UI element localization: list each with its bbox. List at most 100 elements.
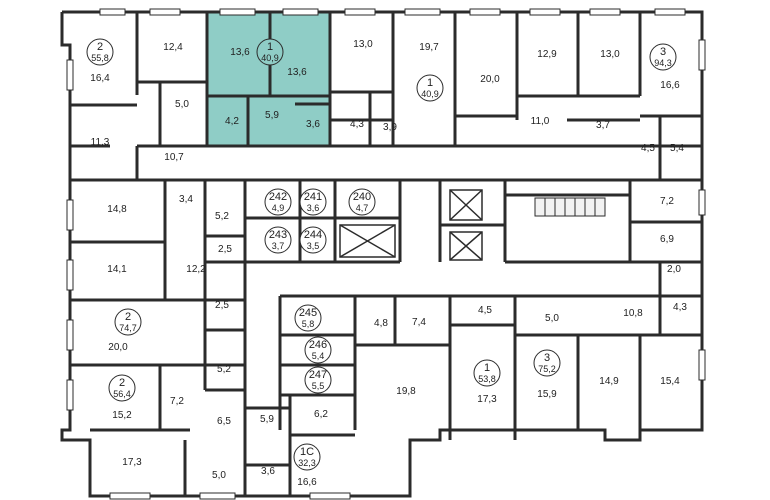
apartment-badge[interactable]: 153,8 [473, 359, 501, 387]
apartment-rooms: 3 [544, 352, 550, 364]
room-area-label: 14,9 [599, 376, 619, 387]
apartment-area: 3,7 [272, 241, 285, 251]
room-area-label: 2,0 [667, 264, 681, 275]
apartment-area: 74,7 [119, 323, 137, 333]
room-area-label: 2,5 [215, 300, 229, 311]
elevator-shafts [339, 189, 483, 261]
walls [60, 10, 704, 498]
apartment-area: 3,5 [307, 241, 320, 251]
apartment-area: 40,9 [261, 53, 279, 63]
apartment-area: 3,6 [307, 203, 320, 213]
apartment-badge-circle [533, 349, 561, 377]
apartment-rooms: 247 [309, 369, 327, 381]
room-area-label: 13,6 [230, 47, 250, 58]
apartment-area: 5,4 [312, 351, 325, 361]
room-area-label: 14,1 [107, 264, 127, 275]
apartment-rooms: 240 [353, 191, 371, 203]
apartment-badge[interactable]: 140,9 [256, 38, 284, 66]
apartment-area: 75,2 [538, 364, 556, 374]
room-area-label: 10,7 [164, 152, 184, 163]
apartment-badge[interactable]: 256,4 [108, 374, 136, 402]
apartment-badge-circle [108, 374, 136, 402]
apartment-rooms: 1С [300, 446, 314, 458]
apartment-area: 94,3 [654, 58, 672, 68]
room-area-label: 3,9 [383, 122, 397, 133]
apartment-badge[interactable]: 140,9 [416, 74, 444, 102]
apartment-badge-circle [86, 38, 114, 66]
apartment-badge-circle [649, 43, 677, 71]
apartment-area: 4,7 [356, 203, 369, 213]
room-area-label: 3,6 [261, 466, 275, 477]
apartment-rooms: 1 [267, 41, 273, 53]
room-area-label: 13,6 [287, 67, 307, 78]
apartment-rooms: 245 [299, 307, 317, 319]
room-area-label: 15,2 [112, 410, 132, 421]
room-area-label: 3,6 [306, 119, 320, 130]
room-area-label: 6,9 [660, 234, 674, 245]
stairs [534, 197, 606, 217]
room-area-label: 4,3 [673, 302, 687, 313]
apartment-rooms: 1 [484, 362, 490, 374]
room-area-label: 14,8 [107, 204, 127, 215]
apartment-badge-circle [299, 188, 327, 216]
room-area-label: 5,4 [670, 143, 684, 154]
room-area-label: 20,0 [108, 342, 128, 353]
apartment-rooms: 2 [119, 377, 125, 389]
apartment-badge[interactable]: 255,8 [86, 38, 114, 66]
room-area-label: 5,9 [265, 110, 279, 121]
apartment-badge-circle [473, 359, 501, 387]
apartment-area: 56,4 [113, 389, 131, 399]
apartment-badge-circle [304, 366, 332, 394]
room-area-label: 20,0 [480, 74, 500, 85]
apartment-area: 5,8 [302, 319, 315, 329]
room-area-label: 4,8 [374, 318, 388, 329]
room-area-label: 4,2 [225, 116, 239, 127]
room-area-label: 19,8 [396, 386, 416, 397]
room-area-label: 10,8 [623, 308, 643, 319]
room-area-label: 12,2 [186, 264, 206, 275]
room-area-label: 2,5 [218, 244, 232, 255]
room-area-label: 17,3 [477, 394, 497, 405]
room-area-label: 3,4 [179, 194, 193, 205]
apartment-badge[interactable]: 394,3 [649, 43, 677, 71]
apartment-badge-circle [264, 188, 292, 216]
room-area-label: 5,2 [217, 364, 231, 375]
apartment-rooms: 1 [427, 77, 433, 89]
apartment-badge-circle [416, 74, 444, 102]
room-area-label: 4,5 [478, 305, 492, 316]
room-area-label: 12,9 [537, 49, 557, 60]
apartment-badge[interactable]: 375,2 [533, 349, 561, 377]
apartment-area: 53,8 [478, 374, 496, 384]
apartment-badge-circle [114, 308, 142, 336]
room-area-label: 19,7 [419, 42, 439, 53]
apartment-rooms: 244 [304, 229, 322, 241]
room-area-label: 13,0 [600, 49, 620, 60]
room-area-label: 7,2 [660, 196, 674, 207]
apartment-area: 4,9 [272, 203, 285, 213]
room-area-label: 15,4 [660, 376, 680, 387]
room-area-label: 3,7 [596, 120, 610, 131]
room-area-label: 7,2 [170, 396, 184, 407]
apartment-area: 32,3 [298, 458, 316, 468]
room-area-label: 4,5 [641, 143, 655, 154]
room-area-label: 15,9 [537, 389, 557, 400]
apartment-badge-circle [294, 304, 322, 332]
apartment-area: 5,5 [312, 381, 325, 391]
room-area-label: 5,2 [215, 211, 229, 222]
room-area-label: 6,2 [314, 409, 328, 420]
apartment-badge[interactable]: 274,7 [114, 308, 142, 336]
room-area-label: 5,9 [260, 414, 274, 425]
windows [66, 8, 706, 500]
apartment-badge-circle [256, 38, 284, 66]
